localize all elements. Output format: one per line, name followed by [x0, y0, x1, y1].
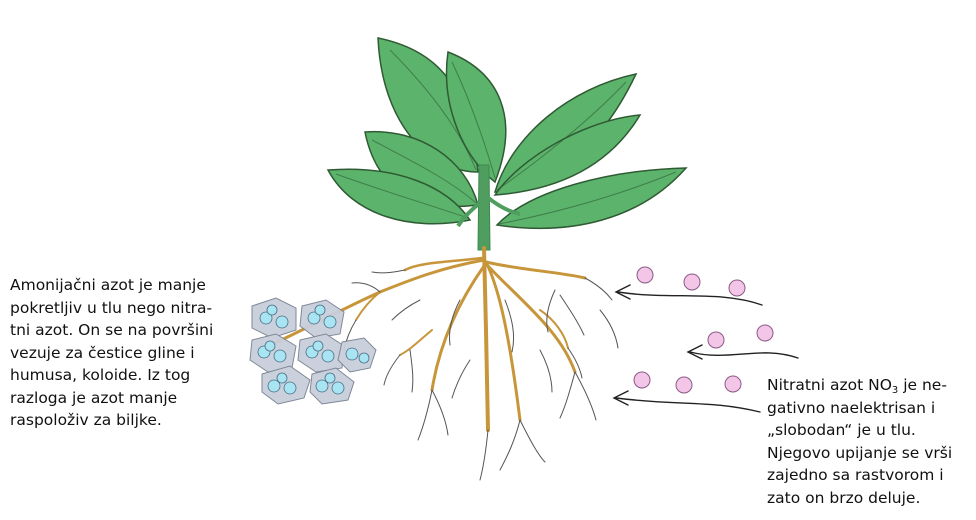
caption-line: zato on brzo deluje.: [767, 487, 952, 510]
nitrate-ion: [757, 325, 773, 341]
nitrate-ion: [725, 376, 741, 392]
arrow-left-icon: [614, 391, 760, 412]
caption-line: gativno naelektrisan i: [767, 397, 952, 420]
arrow-left-icon: [688, 345, 798, 359]
caption-text: Nitratni azot NO: [767, 376, 892, 394]
nitrate-ion: [708, 332, 724, 348]
nitrate-ion: [729, 280, 745, 296]
caption-line: raspoloživ za biljke.: [10, 409, 213, 432]
caption-line: Njegovo upijanje se vrši: [767, 442, 952, 465]
nitrate-ion: [684, 274, 700, 290]
caption-line: vezuje za čestice gline i: [10, 342, 213, 365]
caption-text: je ne-: [898, 376, 947, 394]
clay-particle-4: [298, 334, 344, 372]
caption-line: Nitratni azot NO3 je ne-: [767, 374, 952, 397]
caption-line: tni azot. On se na površini: [10, 319, 213, 342]
nitrate-caption: Nitratni azot NO3 je ne- gativno naelekt…: [767, 374, 952, 509]
plant-leaves: [328, 38, 686, 228]
caption-line: zajedno sa rastvorom i: [767, 464, 952, 487]
caption-line: „slobodan“ je u tlu.: [767, 419, 952, 442]
caption-line: humusa, koloide. Iz tog: [10, 364, 213, 387]
nitrate-ion: [637, 267, 653, 283]
nitrate-ion: [634, 372, 650, 388]
caption-line: razloga je azot manje: [10, 387, 213, 410]
caption-line: Amonijačni azot je manje: [10, 274, 213, 297]
fine-roots: [344, 270, 618, 480]
nitrate-ion: [676, 377, 692, 393]
ammonium-caption: Amonijačni azot je manje pokretljiv u tl…: [10, 274, 213, 432]
clay-particle-1: [252, 298, 296, 338]
nitrate-ions: [634, 267, 773, 393]
caption-line: pokretljiv u tlu nego nitra-: [10, 297, 213, 320]
